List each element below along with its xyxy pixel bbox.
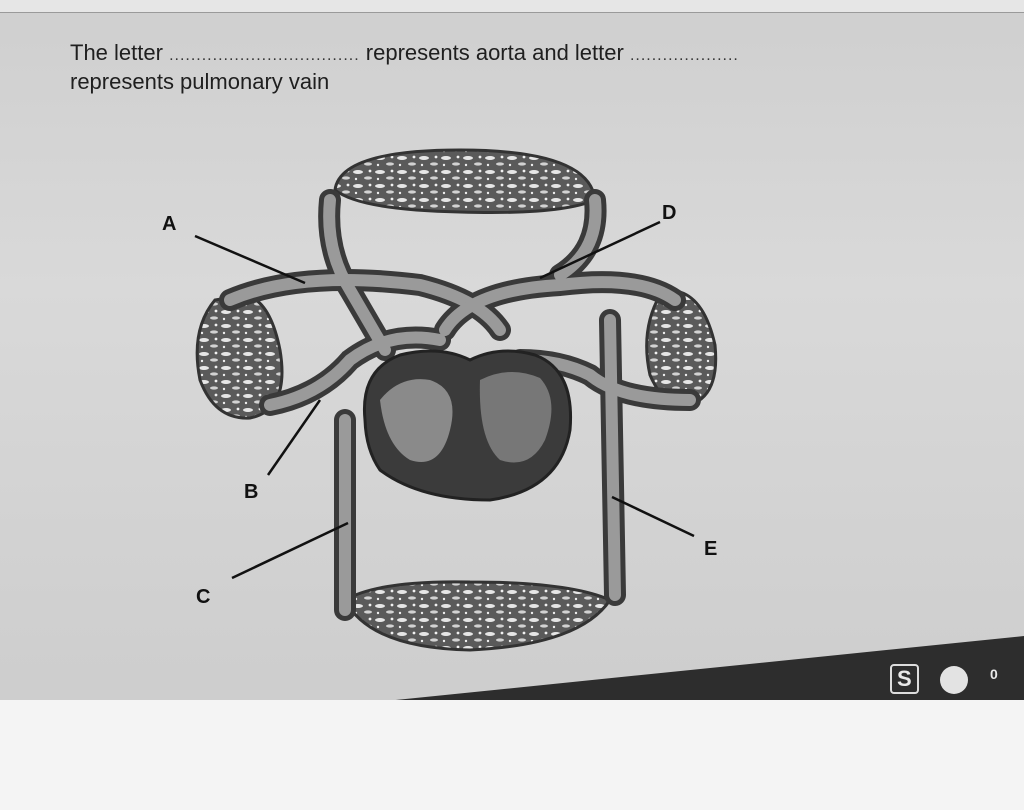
label-A: A (162, 213, 176, 235)
app-icon-s[interactable]: S (890, 664, 919, 694)
label-C: C (196, 586, 210, 608)
question-text-part-a: The letter (70, 40, 163, 65)
status-icon-zero: 0 (990, 666, 998, 682)
capillary-bed-left (195, 293, 284, 420)
globe-icon[interactable] (940, 666, 968, 694)
blank-pulmonary-vein: .................... (629, 47, 739, 64)
label-D: D (662, 202, 676, 224)
bottom-margin (0, 700, 1024, 810)
heart-left-chamber (380, 379, 453, 462)
question-text-part-b: represents aorta and letter (365, 40, 624, 65)
leader-line-E (611, 495, 695, 538)
worksheet-photo: The letter .............................… (0, 0, 1024, 718)
heart-right-chamber (479, 371, 552, 463)
leader-line-A (194, 234, 306, 285)
circulation-diagram: A D B C E (162, 148, 717, 652)
page-top-edge (0, 0, 1024, 13)
leader-line-B (266, 399, 322, 476)
label-B: B (244, 481, 258, 503)
question-text-part-c: represents pulmonary vain (70, 69, 330, 94)
leader-line-C (231, 521, 349, 580)
capillary-bed-top (333, 148, 597, 214)
label-E: E (704, 538, 717, 560)
blank-aorta: ................................... (169, 47, 360, 64)
capillary-bed-bottom (343, 580, 613, 652)
question-text: The letter .............................… (70, 40, 1010, 95)
leader-line-D (539, 220, 661, 280)
